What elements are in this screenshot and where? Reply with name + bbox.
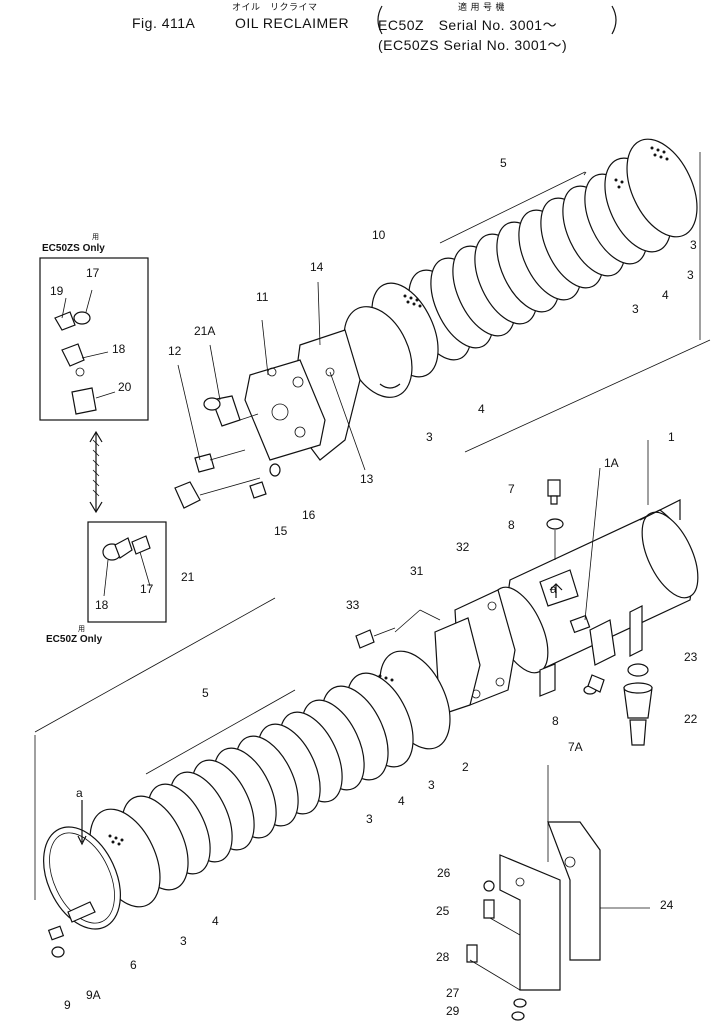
callout-15: 15 — [274, 524, 288, 538]
figure-title: OIL RECLAIMER — [235, 15, 350, 31]
callout-3-a: 3 — [690, 238, 697, 252]
bolt-7 — [547, 479, 561, 497]
bolt-25 — [483, 899, 495, 919]
box-callout-19: 19 — [50, 284, 64, 298]
callout-2: 2 — [462, 760, 469, 774]
callout-3-d: 3 — [426, 430, 433, 444]
serial-line-1: EC50Z Serial No. 3001～ — [378, 17, 558, 33]
ec50zs-box — [39, 257, 149, 421]
ec50z-jp-mark: 用 — [78, 626, 85, 633]
figure-number: Fig. 411A — [132, 15, 196, 31]
box-callout-20: 20 — [118, 380, 132, 394]
callout-4-d: 4 — [212, 914, 219, 928]
ec50zs-only-caption: EC50ZS Only — [42, 243, 105, 254]
ec50z-fittings — [102, 535, 151, 597]
callout-23: 23 — [684, 650, 698, 664]
callout-4-b: 4 — [478, 402, 485, 416]
lower-hose-assembly — [34, 597, 451, 958]
box-callout-17-b: 17 — [140, 582, 154, 596]
callout-5-bottom: 5 — [202, 686, 209, 700]
lower-bellows — [89, 672, 414, 908]
nut-29 — [511, 1011, 525, 1021]
callout-21a: 21A — [194, 324, 216, 338]
callout-8-a: 8 — [508, 518, 515, 532]
callout-1: 1 — [668, 430, 675, 444]
nut-9 — [51, 946, 65, 958]
callout-33: 33 — [346, 598, 360, 612]
callout-24: 24 — [660, 898, 674, 912]
bolt-7a — [587, 674, 605, 693]
callout-3-c: 3 — [687, 268, 694, 282]
callout-32: 32 — [456, 540, 470, 554]
callout-21: 21 — [181, 570, 195, 584]
ec50z-box — [87, 521, 167, 623]
callout-4-c: 4 — [398, 794, 405, 808]
callout-6: 6 — [130, 958, 137, 972]
callout-31: 31 — [410, 564, 424, 578]
box-callout-17-a: 17 — [86, 266, 100, 280]
plate-9a — [47, 925, 65, 941]
callout-28: 28 — [436, 950, 450, 964]
ec50zs-fittings — [54, 289, 116, 415]
nipple-12 — [194, 453, 215, 473]
cover-plate — [539, 569, 579, 607]
reclaimer-body — [355, 440, 699, 862]
callout-16: 16 — [302, 508, 316, 522]
callout-11: 11 — [256, 290, 269, 304]
callout-12: 12 — [168, 344, 182, 358]
upper-bellows — [371, 138, 698, 378]
callout-a-bottom: a — [76, 786, 83, 800]
washer-23 — [627, 663, 649, 677]
serial-line-2: (EC50ZS Serial No. 3001～) — [378, 37, 568, 53]
double-arrow — [89, 430, 103, 514]
washer-27 — [513, 998, 527, 1008]
callout-9: 9 — [64, 998, 71, 1012]
bolt-15 — [249, 481, 267, 499]
elbow-21 — [174, 481, 201, 509]
callout-29: 29 — [446, 1004, 460, 1018]
callout-3-b: 3 — [632, 302, 639, 316]
callout-10: 10 — [372, 228, 386, 242]
applies-japanese: 適 用 号 機 — [458, 2, 506, 12]
callout-26: 26 — [437, 866, 451, 880]
callout-3-e: 3 — [428, 778, 435, 792]
callout-9a: 9A — [86, 988, 101, 1002]
callout-1a: 1A — [604, 456, 619, 470]
washer-26 — [483, 880, 495, 892]
callout-4-a: 4 — [662, 288, 669, 302]
upper-hose-assembly — [343, 138, 711, 453]
bolt-28 — [466, 944, 478, 963]
upper-fitting-assembly — [174, 281, 366, 509]
washer-16 — [269, 463, 281, 477]
ec50z-only-caption: EC50Z Only — [46, 634, 103, 645]
box-callout-18-a: 18 — [112, 342, 126, 356]
bracket-24 — [466, 821, 650, 1021]
band-6 — [43, 826, 121, 930]
callout-27: 27 — [446, 986, 460, 1000]
callout-7a: 7A — [568, 740, 583, 754]
callout-5-top: 5 — [500, 156, 507, 170]
callout-25: 25 — [436, 904, 450, 918]
callout-14: 14 — [310, 260, 324, 274]
washer-8 — [546, 518, 564, 530]
callout-13: 13 — [360, 472, 374, 486]
bracket-foot — [589, 619, 616, 666]
callout-a-top: a — [550, 582, 557, 596]
box-callout-18-b: 18 — [95, 598, 109, 612]
callout-7: 7 — [508, 482, 515, 496]
callout-22: 22 — [684, 712, 698, 726]
ec50zs-jp-mark: 用 — [92, 234, 99, 241]
callout-3-f: 3 — [366, 812, 373, 826]
title-japanese: オイル リクライマ — [232, 2, 318, 12]
bolt-33 — [355, 629, 375, 649]
callout-8-b: 8 — [552, 714, 559, 728]
callout-3-g: 3 — [180, 934, 187, 948]
flange-11 — [244, 359, 326, 461]
